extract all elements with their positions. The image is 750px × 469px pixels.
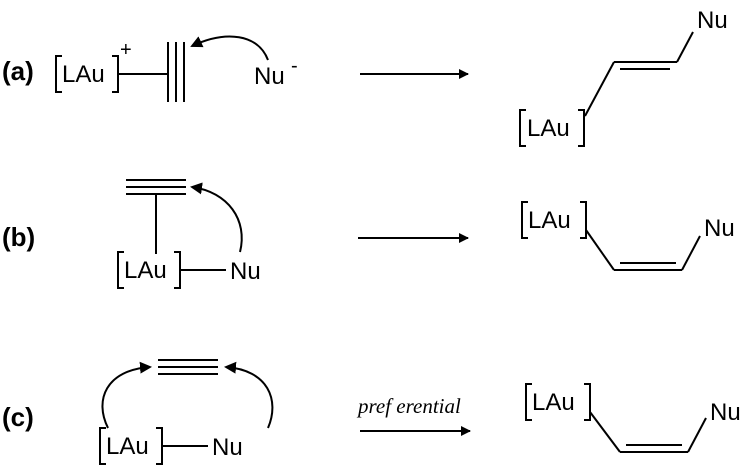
product-complex: LAu (528, 207, 571, 234)
bracket-left (519, 109, 526, 147)
bond (589, 411, 621, 453)
bracket-left (521, 201, 528, 239)
bracket-right (584, 383, 591, 421)
product-nucleophile: Nu (697, 7, 728, 34)
product-nucleophile: Nu (710, 399, 741, 426)
bond (676, 31, 694, 63)
charge-plus: + (120, 39, 132, 61)
reactant-b: LAu Nu (117, 179, 261, 289)
bracket-left (99, 427, 106, 465)
nucleophile-label: Nu (212, 434, 243, 461)
product-nucleophile: Nu (704, 215, 735, 242)
curved-arrow-right (224, 361, 274, 429)
complex-label: LAu (106, 433, 149, 460)
bond (687, 417, 707, 453)
bond (681, 235, 701, 271)
bracket-right (112, 55, 119, 93)
nucleophile-label: Nu (254, 63, 285, 90)
panel-c: (c) LAu Nu pref erential LAu Nu (2, 359, 741, 465)
panel-b: (b) LAu Nu LAu Nu (2, 179, 735, 289)
nucleophile-label: Nu (230, 258, 261, 285)
product-c: LAu Nu (525, 383, 741, 453)
bond (585, 229, 615, 271)
alkyne-triple-bond (126, 179, 186, 195)
panel-label: (b) (2, 222, 35, 252)
panel-a: (a) LAu + Nu - Nu LAu (2, 7, 728, 147)
product-a: Nu LAu (519, 7, 728, 147)
nucleophile-charge: - (291, 55, 298, 77)
arrow-label: pref erential (356, 394, 461, 418)
panel-label: (a) (2, 56, 34, 86)
bond (584, 61, 615, 117)
bracket-right (578, 109, 585, 147)
curved-attack-arrow (190, 35, 269, 61)
product-complex: LAu (527, 115, 570, 142)
alkyne-triple-bond (167, 42, 185, 102)
complex-label: LAu (124, 257, 167, 284)
bracket-left (55, 55, 62, 93)
bracket-left (525, 383, 532, 421)
bracket-right (156, 427, 163, 465)
panel-label: (c) (2, 402, 34, 432)
alkyne-triple-bond (158, 359, 218, 375)
bracket-right (580, 201, 587, 239)
bracket-left (117, 251, 124, 289)
product-b: LAu Nu (521, 201, 735, 271)
complex-label: LAu (62, 61, 105, 88)
product-complex: LAu (532, 389, 575, 416)
curved-attack-arrow (190, 182, 243, 253)
reactant-a: LAu + Nu - (55, 35, 298, 102)
reactant-c: LAu Nu (99, 359, 274, 465)
bracket-right (174, 251, 181, 289)
curved-arrow-left (101, 361, 152, 429)
